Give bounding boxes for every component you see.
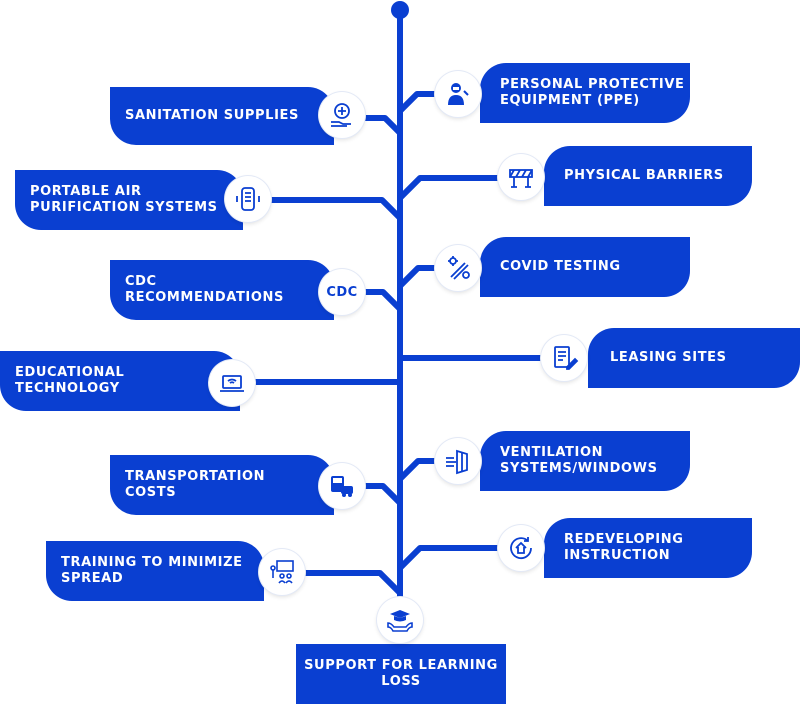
contract-pen-icon [541, 335, 587, 381]
card-leasing-sites: LEASING SITES [588, 328, 800, 388]
bus-car-icon [319, 463, 365, 509]
card-transportation-costs: TRANSPORTATION COSTS [110, 455, 334, 515]
graduation-hands-icon [377, 597, 423, 643]
card-label: SANITATION SUPPLIES [125, 108, 299, 123]
cdc-logo-icon: CDC [319, 269, 365, 315]
card-cdc-recommendations: CDC RECOMMENDATIONS [110, 260, 334, 320]
card-educational-technology: EDUCATIONAL TECHNOLOGY [0, 351, 240, 411]
card-ventilation-systems: VENTILATION SYSTEMS/WINDOWS [480, 431, 690, 491]
card-label: TRANSPORTATION COSTS [125, 469, 266, 500]
laptop-wifi-icon [209, 360, 255, 406]
card-label: EDUCATIONAL TECHNOLOGY [15, 365, 125, 396]
card-label: VENTILATION SYSTEMS/WINDOWS [500, 445, 658, 476]
card-physical-barriers: PHYSICAL BARRIERS [544, 146, 752, 206]
card-portable-air-purification: PORTABLE AIR PURIFICATION SYSTEMS [15, 170, 243, 230]
card-covid-testing: COVID TESTING [480, 237, 690, 297]
card-label: SUPPORT FOR LEARNING LOSS [304, 658, 498, 689]
card-sanitation-supplies: SANITATION SUPPLIES [110, 87, 334, 145]
card-label: PORTABLE AIR PURIFICATION SYSTEMS [30, 184, 218, 215]
card-label: COVID TESTING [500, 259, 621, 274]
window-ventilation-icon [435, 438, 481, 484]
card-label: PHYSICAL BARRIERS [564, 168, 724, 183]
card-label: REDEVELOPING INSTRUCTION [564, 532, 684, 563]
card-label: CDC RECOMMENDATIONS [125, 274, 284, 305]
home-refresh-icon [498, 525, 544, 571]
card-label: PERSONAL PROTECTIVE EQUIPMENT (PPE) [500, 77, 685, 108]
ppe-person-icon [435, 71, 481, 117]
hand-sanitizer-icon [319, 92, 365, 138]
card-training-minimize-spread: TRAINING TO MINIMIZE SPREAD [46, 541, 264, 601]
barrier-icon [498, 154, 544, 200]
card-personal-protective-equipment: PERSONAL PROTECTIVE EQUIPMENT (PPE) [480, 63, 690, 123]
card-label: TRAINING TO MINIMIZE SPREAD [61, 555, 243, 586]
training-presentation-icon [259, 549, 305, 595]
card-label: LEASING SITES [610, 350, 727, 365]
test-swab-icon [435, 245, 481, 291]
air-purifier-icon [225, 176, 271, 222]
card-redeveloping-instruction: REDEVELOPING INSTRUCTION [544, 518, 752, 578]
cdc-text: CDC [326, 284, 358, 300]
card-support-learning-loss: SUPPORT FOR LEARNING LOSS [296, 644, 506, 704]
